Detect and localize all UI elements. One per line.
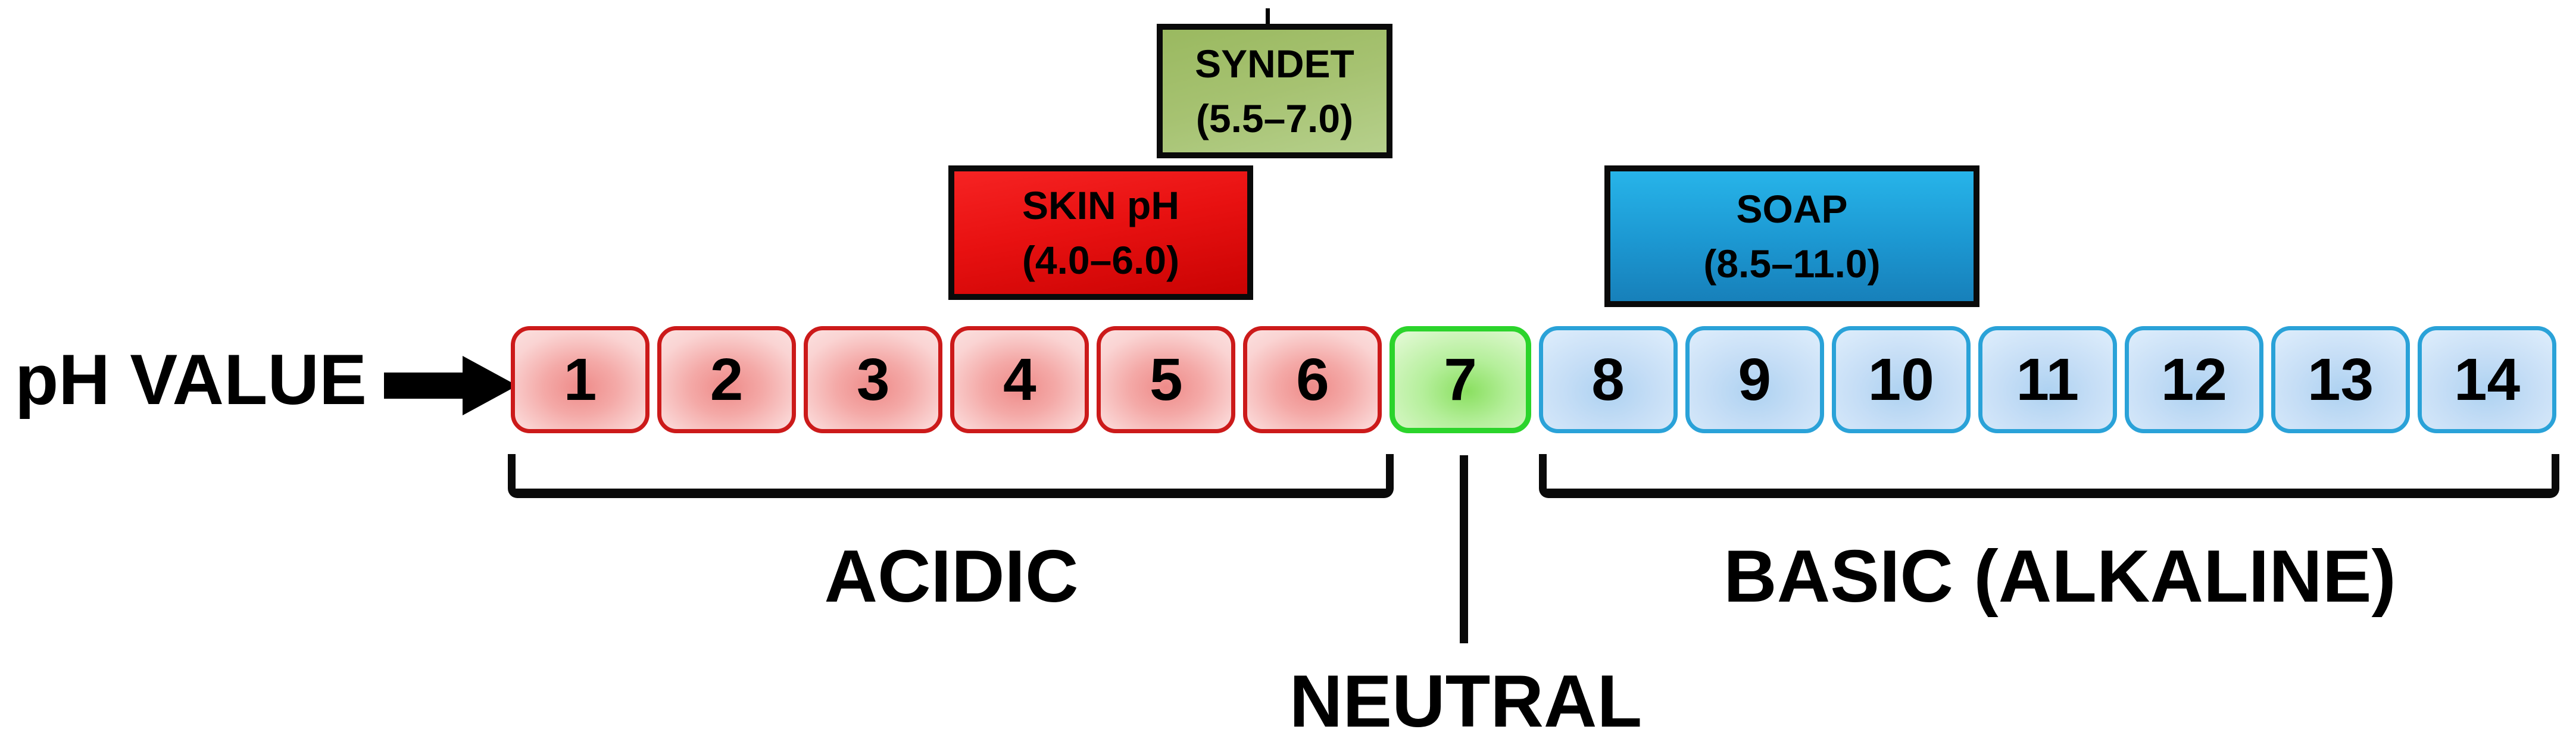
soap-annotation-box: SOAP (8.5–11.0) (1604, 165, 1979, 307)
ph-scale-row: 1 2 3 4 5 6 7 8 9 10 11 12 13 14 (511, 326, 2557, 433)
basic-range-bracket (1539, 454, 2559, 498)
ph-box-8: 8 (1538, 326, 1678, 433)
ph-box-2: 2 (657, 326, 797, 433)
skin-ph-range: (4.0–6.0) (1022, 238, 1180, 282)
soap-range: (8.5–11.0) (1703, 242, 1881, 286)
skin-ph-annotation-box: SKIN pH (4.0–6.0) (948, 165, 1253, 300)
acidic-range-bracket (508, 454, 1394, 498)
right-arrow-icon (384, 326, 518, 433)
arrow-shaft (384, 373, 467, 399)
ph-box-9: 9 (1685, 326, 1824, 433)
ph-box-1: 1 (511, 326, 650, 433)
basic-region-label: BASIC (ALKALINE) (1723, 536, 2396, 618)
skin-ph-name: SKIN pH (1022, 183, 1179, 227)
neutral-pointer-line (1460, 455, 1468, 643)
tick-mark (1266, 8, 1270, 27)
ph-box-6: 6 (1243, 326, 1382, 433)
syndet-name: SYNDET (1195, 42, 1354, 86)
ph-box-4: 4 (950, 326, 1089, 433)
syndet-annotation-box: SYNDET (5.5–7.0) (1157, 24, 1392, 158)
ph-box-14: 14 (2418, 326, 2557, 433)
arrow-head (463, 356, 517, 415)
ph-box-11: 11 (1978, 326, 2117, 433)
ph-box-10: 10 (1831, 326, 1971, 433)
ph-value-title: pH VALUE (15, 340, 367, 420)
syndet-range: (5.5–7.0) (1195, 96, 1354, 140)
ph-box-3: 3 (804, 326, 943, 433)
acidic-region-label: ACIDIC (824, 536, 1079, 618)
neutral-region-label: NEUTRAL (1289, 661, 1643, 743)
ph-box-5: 5 (1097, 326, 1236, 433)
ph-box-13: 13 (2271, 326, 2410, 433)
ph-box-12: 12 (2124, 326, 2263, 433)
soap-name: SOAP (1736, 187, 1848, 231)
ph-box-7: 7 (1390, 326, 1531, 433)
